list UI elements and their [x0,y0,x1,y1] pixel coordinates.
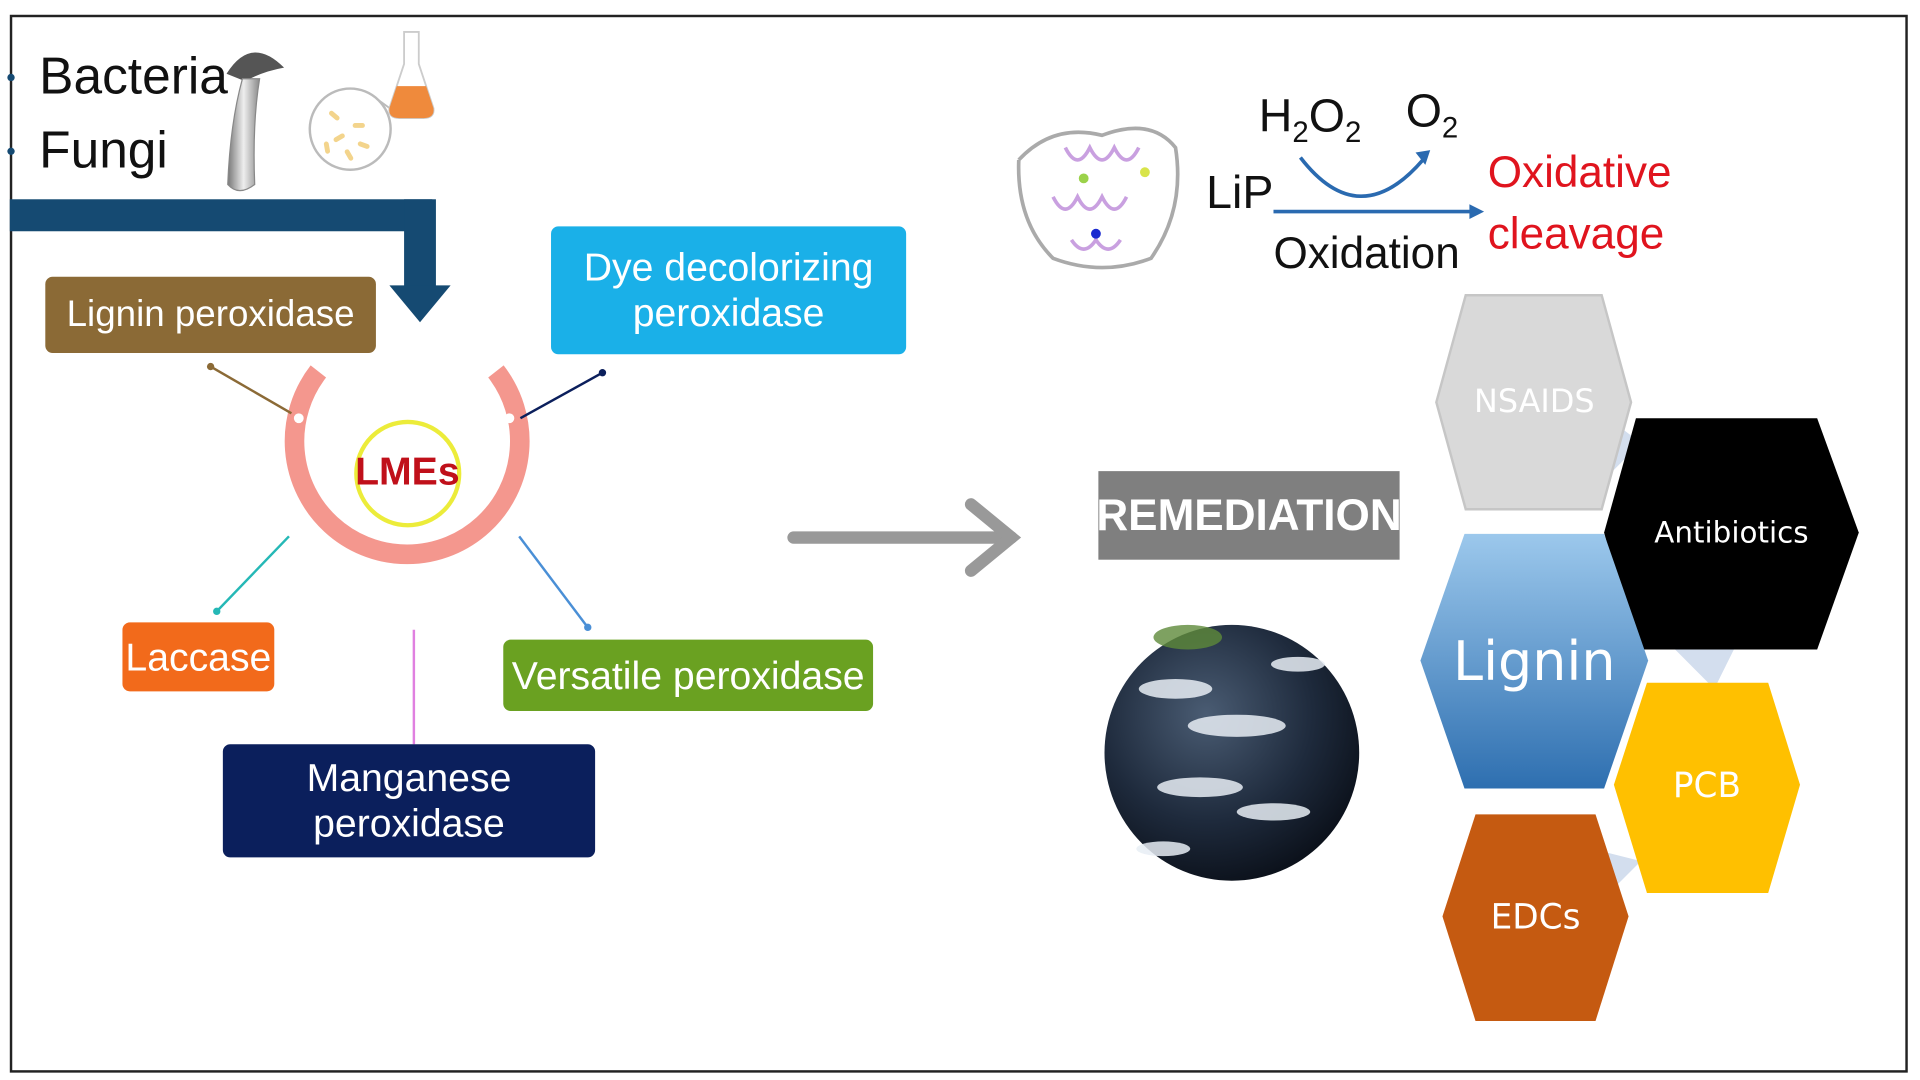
laccase-label: Laccase [125,634,272,679]
mushroom-icon [226,52,285,192]
manganese-line2: peroxidase [313,800,505,846]
o2-label: O2 [1405,86,1459,145]
lmes-label: LMEs [355,448,460,494]
petri-dish-icon [308,87,403,171]
bullet-icon [7,73,15,82]
hex-pcb [1613,682,1801,894]
lignin-peroxidase-box: Lignin peroxidase [45,276,376,354]
lignin-peroxidase-label: Lignin peroxidase [66,293,355,335]
enzyme-ring [284,365,530,565]
manganese-peroxidase-box: Manganese peroxidase [222,744,596,858]
oxidative-line: Oxidative [1487,146,1672,197]
hex-lignin [1420,533,1649,789]
protein-structure-icon [1016,126,1180,270]
lignin-label: Lignin [1453,630,1616,694]
bullet-icon [7,147,15,155]
oxidation-label: Oxidation [1273,227,1460,279]
source-fungi: Fungi [39,120,168,179]
versatile-peroxidase-label: Versatile peroxidase [511,652,865,697]
laccase-box: Laccase [122,622,275,692]
versatile-peroxidase-box: Versatile peroxidase [503,639,874,711]
hex-nsaids [1435,293,1633,511]
lip-label: LiP [1206,167,1274,219]
connectors [206,362,607,745]
oxidative-cleavage-label: Oxidative cleavage [1488,141,1672,265]
dye-decolorizing-peroxidase-box: Dye decolorizing peroxidase [551,226,907,355]
source-bacteria: Bacteria [39,46,228,105]
lmes-circle [354,419,462,528]
flow-arrow [9,199,451,323]
h2o2-label: H2O2 [1258,91,1362,150]
remediation-banner: REMEDIATION [1096,471,1402,560]
cofactor-arc [1298,156,1425,199]
pcb-label: PCB [1672,764,1742,806]
antibiotics-label: Antibiotics [1654,515,1809,550]
nsaids-label: NSAIDS [1474,383,1595,421]
hex-antibiotics [1604,418,1859,650]
ring-nodes [293,413,515,618]
cleavage-line: cleavage [1487,208,1665,259]
manganese-line1: Manganese [306,755,512,800]
hex-edcs [1442,814,1629,1021]
dye-decolorizing-line1: Dye decolorizing [583,245,874,290]
edcs-label: EDCs [1490,896,1581,937]
remediation-label: REMEDIATION [1096,489,1402,541]
dye-decolorizing-line2: peroxidase [632,290,825,335]
remediation-arrow [787,498,1022,577]
flask-icon [388,31,435,120]
